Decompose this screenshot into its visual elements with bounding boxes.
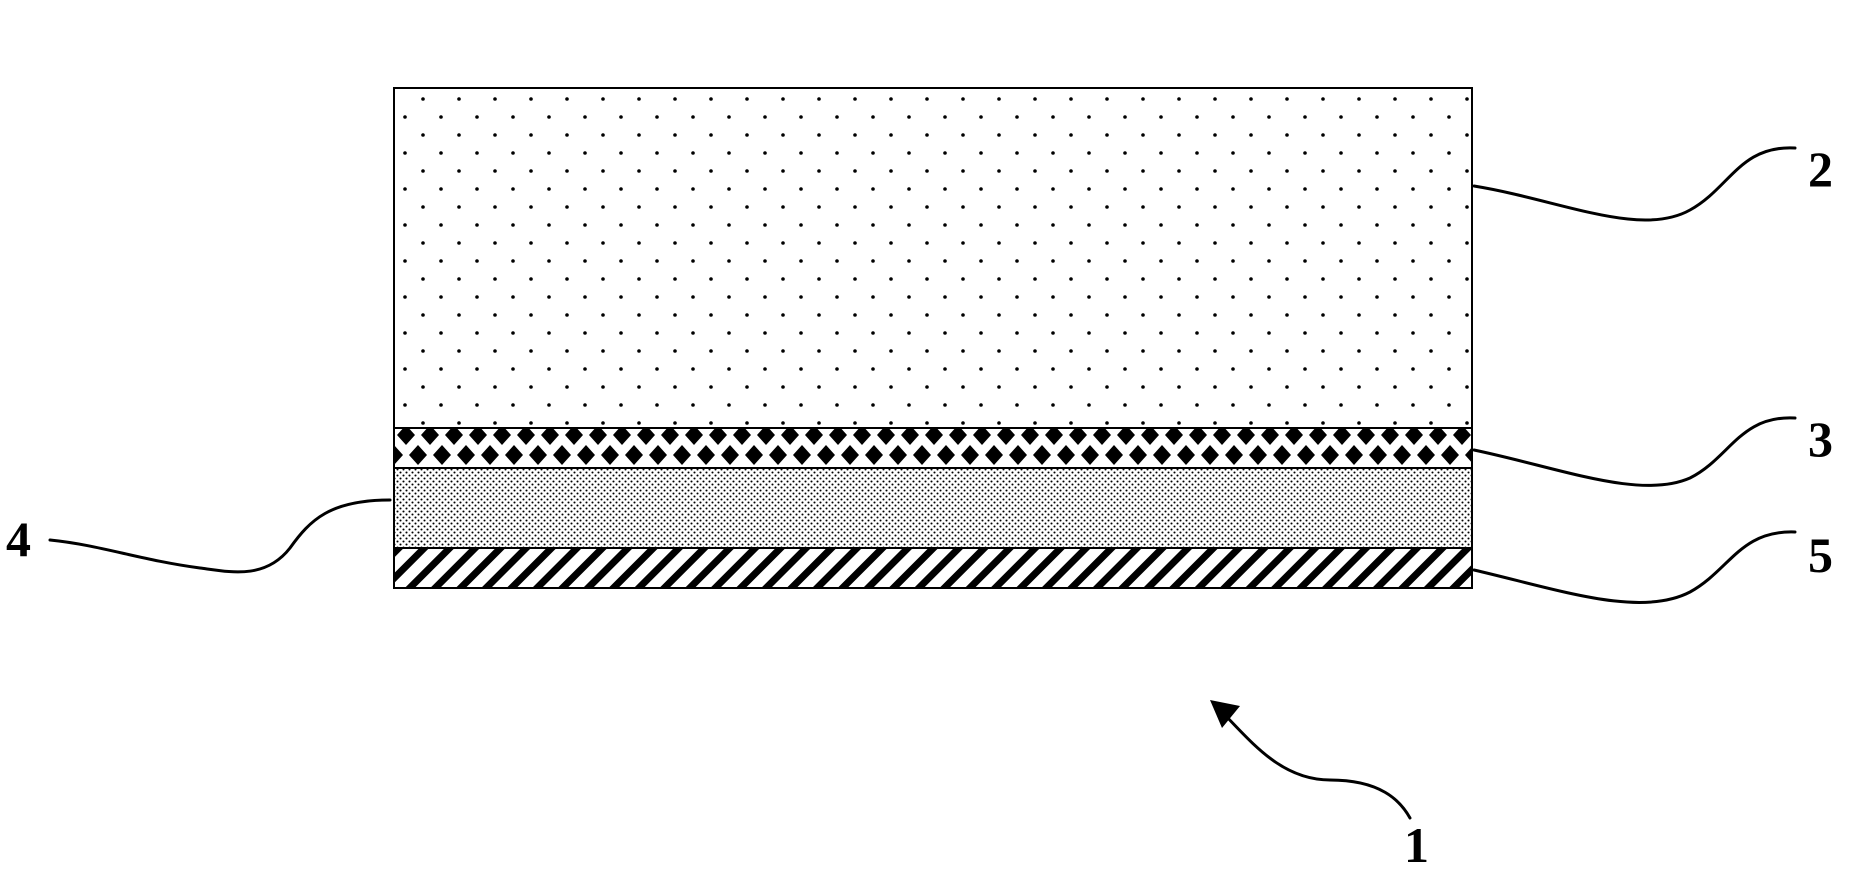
layer-2-top [394,88,1472,428]
leader-line-5 [1474,532,1795,603]
label-4: 4 [6,511,31,567]
label-1: 1 [1404,817,1429,872]
leader-line-3 [1474,418,1795,486]
leader-line-4 [50,500,390,572]
leader-line-1 [1220,710,1410,818]
leader-line-2 [1474,148,1795,220]
layer-5-hatch [394,548,1472,588]
label-5: 5 [1808,527,1833,583]
layer-3-pattern [394,428,1472,468]
arrowhead-icon [1210,700,1240,728]
label-3: 3 [1808,411,1833,467]
layer-4-fine [394,468,1472,548]
label-2: 2 [1808,141,1833,197]
